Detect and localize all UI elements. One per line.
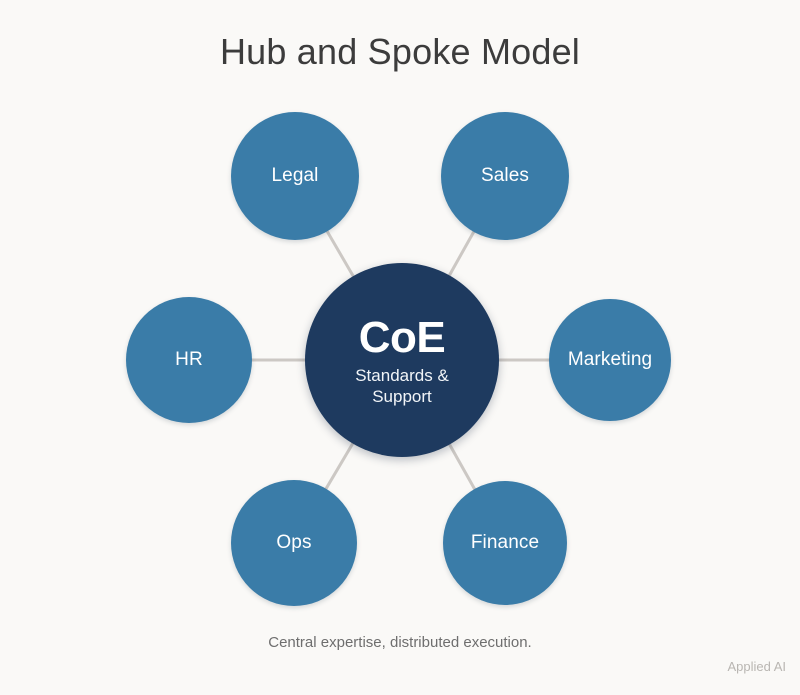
connector-line — [446, 439, 479, 494]
spoke-label: HR — [175, 349, 203, 370]
connector-line — [322, 438, 357, 494]
spoke-label: Sales — [480, 165, 530, 186]
spoke-node-finance[interactable]: Finance — [443, 481, 567, 605]
spoke-node-ops[interactable]: Ops — [231, 480, 357, 606]
hub-subtitle: Standards & Support — [355, 365, 449, 406]
connector-line — [323, 226, 357, 282]
page-title: Hub and Spoke Model — [219, 31, 581, 72]
spoke-node-sales[interactable]: Sales — [441, 112, 569, 240]
spoke-node-marketing[interactable]: Marketing — [549, 299, 671, 421]
spoke-label: Marketing — [567, 349, 653, 370]
watermark: Applied AI — [727, 659, 786, 674]
spoke-label: Finance — [470, 532, 540, 553]
spoke-label: Ops — [276, 532, 312, 553]
hub-title: CoE — [358, 312, 446, 362]
spoke-label: Legal — [271, 165, 319, 186]
hub-node-coe[interactable]: CoE Standards & Support — [305, 263, 499, 457]
diagram-caption: Central expertise, distributed execution… — [268, 634, 532, 651]
spoke-node-legal[interactable]: Legal — [231, 112, 359, 240]
connector-line — [445, 226, 478, 281]
spoke-node-hr[interactable]: HR — [126, 297, 252, 423]
